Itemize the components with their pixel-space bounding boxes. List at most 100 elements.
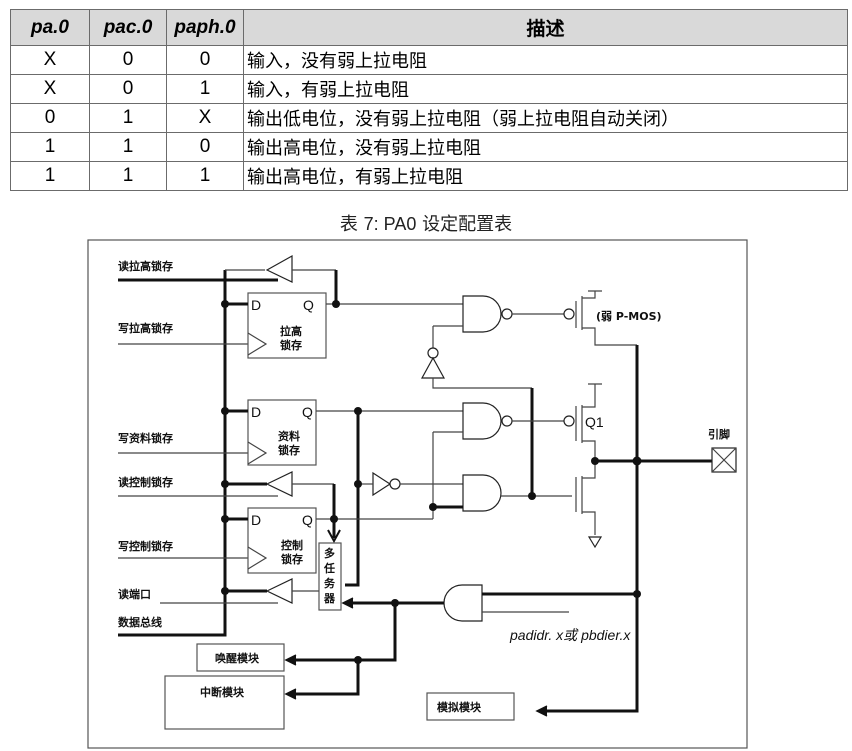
interrupt-module-box	[164, 675, 285, 730]
junction-dot	[221, 515, 229, 523]
cell-pa0: X	[10, 74, 90, 104]
signal-data-bus: 数据总线	[118, 615, 162, 629]
q1-label: Q1	[585, 414, 604, 430]
junction-dot	[221, 480, 229, 488]
header-pa0: pa.0	[10, 9, 90, 46]
ground-icon	[587, 536, 603, 549]
q1-pmos-transistor	[575, 383, 602, 461]
data-q-to-mux	[345, 411, 360, 587]
arrow-left-icon	[341, 597, 354, 609]
cell-pa0: 1	[10, 132, 90, 162]
junction-dot	[633, 590, 641, 598]
signal-read-port: 读端口	[118, 587, 151, 601]
nand-bubble	[501, 308, 513, 320]
data-latch-d: D	[251, 404, 261, 420]
data-nand-gate	[462, 402, 502, 440]
data-latch-label-1: 资料	[278, 429, 300, 443]
nmos-transistor	[575, 461, 596, 535]
pa0-config-table: pa.0 pac.0 paph.0 描述 X 0 0 输入，没有弱上拉电阻 X …	[10, 9, 848, 191]
mux-char-1: 多	[324, 546, 335, 560]
mux-char-4: 器	[323, 592, 336, 605]
table-row: 1 1 1 输出高电位，有弱上拉电阻	[10, 161, 848, 191]
cell-description: 输入，有弱上拉电阻	[243, 74, 848, 104]
analog-module-box	[426, 692, 515, 721]
data-latch-q: Q	[302, 404, 313, 420]
signal-read-pullup-latch: 读拉高锁存	[118, 259, 173, 273]
signal-write-control-latch: 写控制锁存	[118, 539, 173, 553]
cell-description: 输出高电位，有弱上拉电阻	[243, 161, 848, 191]
read-pullup-buffer	[265, 254, 293, 283]
inverter-bubble	[427, 347, 439, 359]
cell-paph0: 0	[166, 132, 244, 162]
and-gate	[462, 474, 502, 512]
cell-description: 输出高电位，没有弱上拉电阻	[243, 132, 848, 162]
weak-pmos-transistor	[575, 290, 637, 346]
junction-dot	[221, 587, 229, 595]
analog-module-label: 模拟模块	[437, 700, 482, 714]
cell-paph0: 1	[166, 74, 244, 104]
junction-dot	[330, 515, 338, 523]
pullup-latch-box	[247, 292, 327, 359]
control-latch-q: Q	[302, 512, 313, 528]
junction-dot	[429, 503, 437, 511]
to-interrupt-line	[294, 660, 360, 696]
junction-dot	[221, 300, 229, 308]
to-wakeup-line	[294, 603, 397, 662]
arrow-down-icon	[327, 529, 341, 544]
diagram-frame	[87, 239, 748, 749]
arrow-left-icon	[535, 705, 548, 717]
pullup-latch-q: Q	[303, 297, 314, 313]
read-control-buffer	[265, 471, 293, 497]
control-latch-clock-icon	[247, 546, 268, 570]
junction-dot	[591, 457, 599, 465]
inverter-bubble	[389, 478, 401, 490]
mux-char-3: 务	[324, 576, 336, 590]
pmos-gate-bubble	[563, 308, 575, 320]
nand-bubble	[501, 415, 513, 427]
up-inverter	[420, 356, 446, 379]
control-latch-label-2: 锁存	[281, 552, 303, 566]
cell-paph0: 1	[166, 161, 244, 191]
caption-title: 设定配置表	[422, 214, 513, 234]
cell-pa0: 0	[10, 103, 90, 133]
mux-char-2: 任	[323, 561, 335, 575]
pullup-nand-in2	[432, 325, 463, 348]
pullup-nand-gate	[462, 295, 502, 333]
cell-pa0: X	[10, 45, 90, 75]
table-row: 1 1 0 输出高电位，没有弱上拉电阻	[10, 132, 848, 162]
control-inverter	[372, 471, 392, 497]
pin-cross	[711, 447, 737, 473]
pullup-latch-label-2: 锁存	[280, 338, 302, 352]
caption-prefix: 表	[339, 214, 358, 234]
wakeup-module-label: 唤醒模块	[215, 651, 260, 665]
input-and-gate	[443, 584, 483, 622]
pullup-latch-d: D	[251, 297, 261, 313]
signal-write-data-latch: 写资料锁存	[118, 431, 173, 445]
signal-read-control-latch: 读控制锁存	[118, 475, 173, 489]
control-latch-d: D	[251, 512, 261, 528]
data-bus-line	[118, 270, 227, 637]
pin-label: 引脚	[708, 427, 730, 441]
pullup-latch-label-1: 拉高	[280, 324, 302, 338]
weak-pmos-label: (弱 P-MOS)	[596, 310, 662, 323]
up-inverter-in	[432, 378, 532, 389]
table-caption: 表 7: PA0 设定配置表	[0, 210, 852, 236]
table-header-row: pa.0 pac.0 paph.0 描述	[10, 9, 848, 46]
table-row: X 0 0 输入，没有弱上拉电阻	[10, 45, 848, 75]
caption-label: 7: PA0	[363, 214, 417, 234]
interrupt-module-label: 中断模块	[200, 685, 245, 699]
header-description: 描述	[243, 9, 848, 46]
junction-dot	[528, 492, 536, 500]
table-row: X 0 1 输入，有弱上拉电阻	[10, 74, 848, 104]
cell-pac0: 1	[89, 132, 167, 162]
wakeup-module-box	[196, 643, 285, 672]
control-latch-label-1: 控制	[281, 538, 303, 552]
data-latch-box	[247, 399, 317, 466]
multiplexer-box	[318, 542, 342, 611]
pullup-latch-clock-icon	[247, 332, 268, 356]
read-port-buffer	[265, 578, 293, 604]
arrow-left-icon	[284, 654, 297, 666]
arrow-left-icon	[284, 688, 297, 700]
junction-dot	[221, 407, 229, 415]
